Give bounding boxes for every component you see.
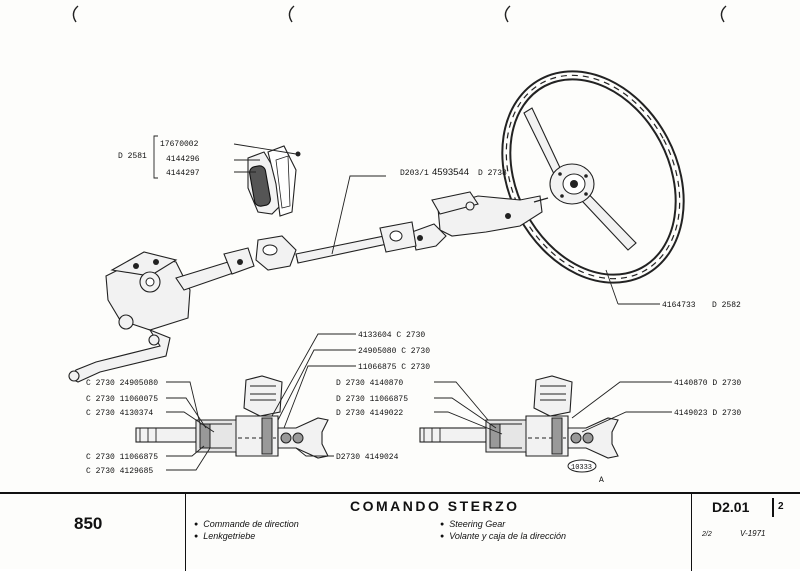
sheet-revision: 2 bbox=[778, 501, 784, 512]
label-4164733: 4164733 bbox=[662, 301, 696, 310]
label-10333: 10333 bbox=[571, 464, 592, 472]
description-spanish: Volante y caja de la dirección bbox=[440, 531, 566, 541]
label-c2730-11066875: C 2730 11066875 bbox=[86, 453, 158, 462]
label-c2730-11060075: C 2730 11060075 bbox=[86, 395, 158, 404]
label-24905080-c2730: 24905080 C 2730 bbox=[358, 347, 430, 356]
part-number-labels: 17670002 4144296 4144297 D 2581 D203/1 4… bbox=[86, 140, 741, 485]
label-d2738: D 2738 bbox=[478, 169, 507, 178]
sheet-title: COMANDO STERZO bbox=[350, 498, 520, 514]
label-4593544: 4593544 bbox=[432, 167, 469, 178]
code-separator bbox=[772, 498, 774, 517]
label-11066875-c2730: 11066875 C 2730 bbox=[358, 363, 430, 372]
description-french: Commande de direction bbox=[194, 519, 299, 529]
label-c2730-4130374: C 2730 4130374 bbox=[86, 409, 153, 418]
sheet-page: 2/2 bbox=[702, 531, 712, 538]
horn-button-assembly bbox=[153, 135, 301, 217]
label-d2730-4149024: D2730 4149024 bbox=[336, 453, 399, 462]
label-d2730-11066875: D 2730 11066875 bbox=[336, 395, 408, 404]
description-german: Lenkgetriebe bbox=[194, 531, 255, 541]
sheet-code: D2.01 bbox=[712, 499, 750, 515]
steering-wheel bbox=[501, 70, 685, 284]
label-d2730-4149022: D 2730 4149022 bbox=[336, 409, 403, 418]
steering-box bbox=[68, 247, 255, 383]
label-4144297: 4144297 bbox=[166, 169, 200, 178]
section-view-left bbox=[135, 333, 356, 471]
description-cell: COMANDO STERZO Commande de direction Len… bbox=[186, 494, 692, 571]
label-c2730-24905080: C 2730 24905080 bbox=[86, 379, 158, 388]
label-4140870-d2730: 4140870 D 2730 bbox=[674, 379, 741, 388]
section-view-right bbox=[419, 269, 672, 473]
label-c2730-4129685: C 2730 4129685 bbox=[86, 467, 153, 476]
label-d2581: D 2581 bbox=[118, 152, 147, 161]
title-block: 850 COMANDO STERZO Commande de direction… bbox=[0, 492, 800, 571]
label-a: A bbox=[599, 476, 604, 485]
description-english: Steering Gear bbox=[440, 519, 505, 529]
label-4149023-d2730: 4149023 D 2730 bbox=[674, 409, 741, 418]
exploded-view-drawing: 17670002 4144296 4144297 D 2581 D203/1 4… bbox=[68, 5, 741, 485]
model-cell: 850 bbox=[0, 494, 186, 571]
label-d2582: D 2582 bbox=[712, 301, 741, 310]
label-4144296: 4144296 bbox=[166, 155, 200, 164]
label-d2730-4140870: D 2730 4140870 bbox=[336, 379, 403, 388]
label-17670002: 17670002 bbox=[160, 140, 199, 149]
steering-column-assembly bbox=[255, 175, 549, 271]
reference-cell: D2.01 2 2/2 V-1971 bbox=[692, 494, 800, 571]
label-4133604: 4133604 C 2730 bbox=[358, 331, 425, 340]
binder-hole-marks bbox=[72, 5, 727, 23]
label-d203-1: D203/1 bbox=[400, 169, 429, 178]
sheet-date: V-1971 bbox=[740, 529, 766, 538]
model-number: 850 bbox=[74, 514, 103, 533]
